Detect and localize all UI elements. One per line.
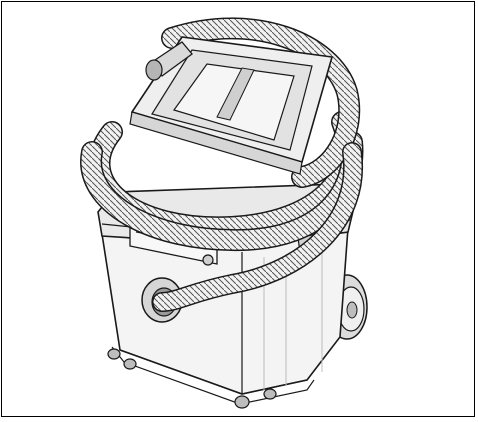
front-casters — [107, 348, 277, 409]
lid-tray — [129, 36, 334, 175]
power-knob-icon — [202, 254, 214, 266]
illustration-frame — [1, 1, 475, 417]
hose-coils — [80, 17, 364, 312]
hose-nozzle — [145, 41, 193, 81]
